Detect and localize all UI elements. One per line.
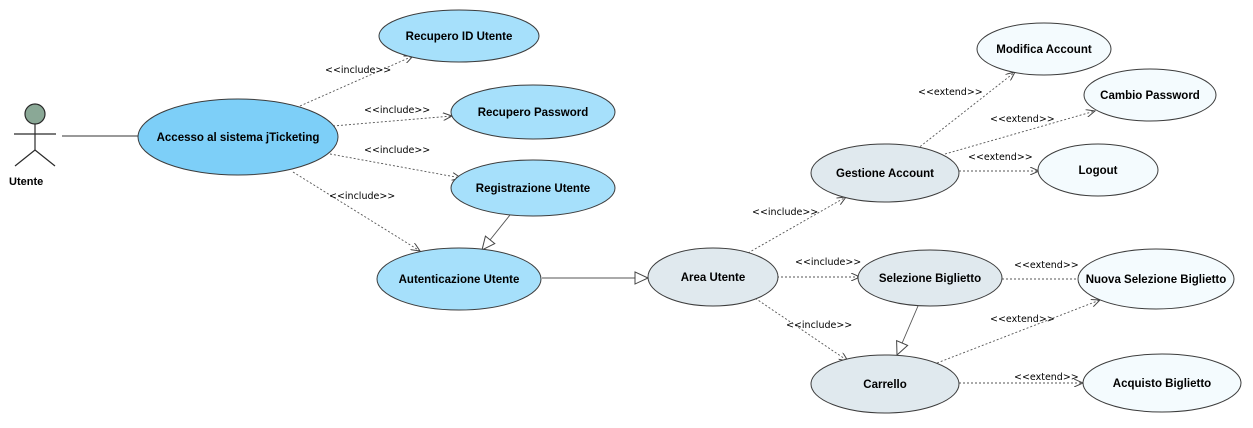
use-case-label: Selezione Biglietto bbox=[879, 273, 981, 285]
use-case-acquisto-biglietto[interactable]: Acquisto Biglietto bbox=[1082, 353, 1242, 413]
extend-label: <<extend>> bbox=[990, 114, 1055, 125]
use-case-carrello[interactable]: Carrello bbox=[810, 354, 960, 414]
use-case-accesso[interactable]: Accesso al sistema jTicketing bbox=[137, 98, 339, 176]
use-case-label: Acquisto Biglietto bbox=[1113, 378, 1211, 390]
use-case-registrazione[interactable]: Registrazione Utente bbox=[450, 159, 616, 217]
include-label: <<include>> bbox=[325, 65, 391, 76]
include-label: <<include>> bbox=[329, 191, 395, 202]
include-edge-registrazione bbox=[329, 153, 461, 178]
include-label: <<include>> bbox=[795, 257, 861, 268]
include-edge-autenticazione bbox=[292, 171, 420, 251]
use-case-cambio-password[interactable]: Cambio Password bbox=[1083, 68, 1217, 122]
extend-label: <<extend>> bbox=[968, 152, 1033, 163]
use-case-label: Carrello bbox=[863, 379, 906, 391]
use-case-label: Recupero Password bbox=[478, 107, 589, 119]
extend-label: <<extend>> bbox=[1014, 260, 1079, 271]
include-label: <<include>> bbox=[364, 145, 430, 156]
extend-label: <<extend>> bbox=[918, 87, 983, 98]
include-edge-gestione-account bbox=[747, 197, 846, 254]
use-case-label: Gestione Account bbox=[836, 168, 934, 180]
use-case-label: Recupero ID Utente bbox=[406, 31, 513, 43]
use-case-label: Registrazione Utente bbox=[476, 183, 590, 195]
use-case-selezione-biglietto[interactable]: Selezione Biglietto bbox=[857, 249, 1003, 307]
use-case-label: Cambio Password bbox=[1100, 90, 1200, 102]
use-case-gestione-account[interactable]: Gestione Account bbox=[810, 143, 960, 203]
use-case-label: Area Utente bbox=[681, 272, 746, 284]
use-case-recupero-id[interactable]: Recupero ID Utente bbox=[378, 9, 540, 63]
use-case-label: Modifica Account bbox=[996, 44, 1092, 56]
include-edge-carrello bbox=[751, 295, 848, 361]
actor-label: Utente bbox=[9, 176, 43, 188]
use-case-modifica-account[interactable]: Modifica Account bbox=[976, 22, 1112, 76]
use-case-label: Logout bbox=[1079, 165, 1118, 177]
generalization-registrazione bbox=[481, 214, 511, 251]
use-case-autenticazione[interactable]: Autenticazione Utente bbox=[376, 247, 542, 311]
use-case-nuova-selezione[interactable]: Nuova Selezione Biglietto bbox=[1077, 248, 1235, 310]
use-case-area-utente[interactable]: Area Utente bbox=[647, 247, 779, 307]
include-label: <<include>> bbox=[752, 207, 818, 218]
stick-figure-icon bbox=[14, 103, 56, 167]
include-label: <<include>> bbox=[364, 105, 430, 116]
use-case-recupero-password[interactable]: Recupero Password bbox=[450, 84, 616, 140]
use-case-label: Accesso al sistema jTicketing bbox=[157, 132, 320, 144]
use-case-logout[interactable]: Logout bbox=[1037, 143, 1159, 197]
actor-utente[interactable]: Utente bbox=[9, 103, 56, 188]
extend-edge-modifica-account bbox=[916, 72, 1015, 150]
include-label: <<include>> bbox=[786, 320, 852, 331]
use-case-label: Autenticazione Utente bbox=[399, 274, 520, 286]
generalization-selezione-carrello bbox=[896, 305, 919, 357]
include-edge-recupero-id bbox=[299, 56, 413, 107]
extend-label: <<extend>> bbox=[1014, 372, 1079, 383]
extend-edge-carrello-nuova bbox=[936, 300, 1100, 364]
use-case-label: Nuova Selezione Biglietto bbox=[1086, 274, 1227, 286]
include-edge-recupero-password bbox=[332, 116, 452, 127]
extend-label: <<extend>> bbox=[990, 314, 1055, 325]
